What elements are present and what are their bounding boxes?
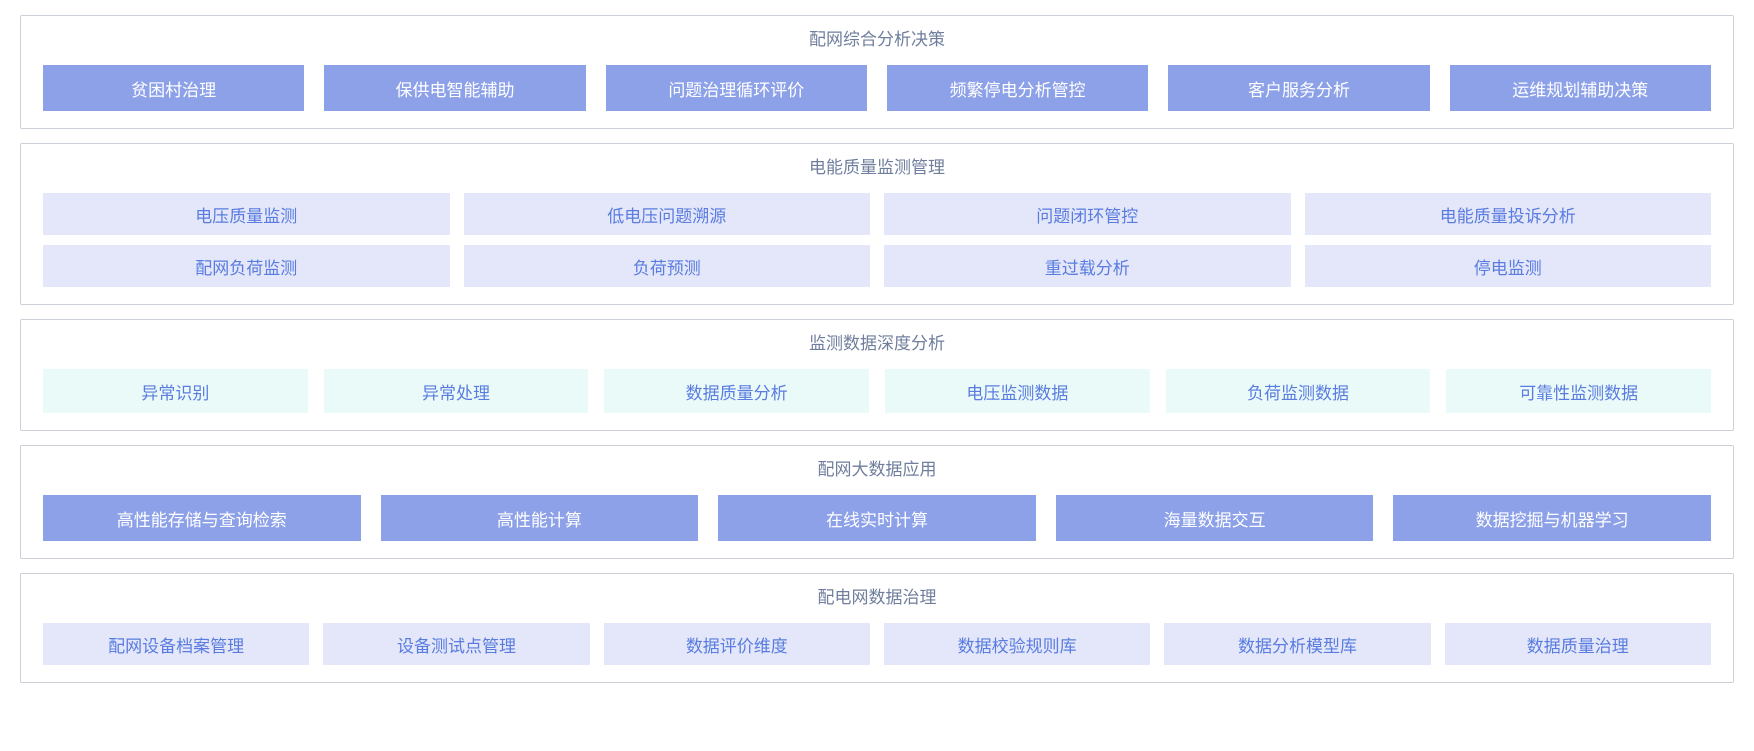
module-button[interactable]: 数据挖掘与机器学习 (1393, 495, 1711, 541)
module-button[interactable]: 数据校验规则库 (883, 623, 1151, 665)
panel-monitoring-data-analysis: 监测数据深度分析异常识别异常处理数据质量分析电压监测数据负荷监测数据可靠性监测数… (20, 319, 1734, 431)
module-button[interactable]: 保供电智能辅助 (324, 65, 586, 111)
panel-title: 配网综合分析决策 (809, 30, 945, 49)
module-button[interactable]: 高性能存储与查询检索 (43, 495, 361, 541)
module-button[interactable]: 电压监测数据 (885, 369, 1150, 413)
module-button[interactable]: 数据分析模型库 (1164, 623, 1431, 665)
module-button[interactable]: 重过载分析 (884, 245, 1291, 287)
module-button[interactable]: 客户服务分析 (1168, 65, 1430, 111)
module-button[interactable]: 负荷预测 (463, 245, 870, 287)
architecture-diagram: 配网综合分析决策贫困村治理保供电智能辅助问题治理循环评价频繁停电分析管控客户服务… (20, 15, 1734, 683)
panel-big-data-application: 配网大数据应用高性能存储与查询检索高性能计算在线实时计算海量数据交互数据挖掘与机… (20, 445, 1734, 559)
module-button[interactable]: 数据质量分析 (604, 369, 870, 413)
module-button[interactable]: 运维规划辅助决策 (1449, 65, 1711, 111)
module-button[interactable]: 问题闭环管控 (884, 193, 1291, 235)
module-button[interactable]: 异常处理 (323, 369, 589, 413)
module-row: 高性能存储与查询检索高性能计算在线实时计算海量数据交互数据挖掘与机器学习 (43, 495, 1711, 541)
module-button[interactable]: 高性能计算 (380, 495, 699, 541)
panel-power-quality-monitoring: 电能质量监测管理电压质量监测低电压问题溯源问题闭环管控电能质量投诉分析配网负荷监… (20, 143, 1734, 305)
module-button[interactable]: 数据评价维度 (603, 623, 870, 665)
module-button[interactable]: 低电压问题溯源 (463, 193, 870, 235)
module-button[interactable]: 问题治理循环评价 (605, 65, 867, 111)
module-button[interactable]: 停电监测 (1304, 245, 1711, 287)
module-button[interactable]: 频繁停电分析管控 (886, 65, 1149, 111)
module-row: 配网负荷监测负荷预测重过载分析停电监测 (43, 245, 1711, 287)
module-button[interactable]: 异常识别 (43, 369, 308, 413)
module-button[interactable]: 设备测试点管理 (323, 623, 590, 665)
panel-analysis-decision: 配网综合分析决策贫困村治理保供电智能辅助问题治理循环评价频繁停电分析管控客户服务… (20, 15, 1734, 129)
module-button[interactable]: 配网设备档案管理 (43, 623, 310, 665)
module-row: 电压质量监测低电压问题溯源问题闭环管控电能质量投诉分析 (43, 193, 1711, 235)
module-button[interactable]: 电能质量投诉分析 (1304, 193, 1711, 235)
module-button[interactable]: 在线实时计算 (718, 495, 1036, 541)
module-button[interactable]: 电压质量监测 (43, 193, 450, 235)
module-row: 贫困村治理保供电智能辅助问题治理循环评价频繁停电分析管控客户服务分析运维规划辅助… (43, 65, 1711, 111)
module-row: 异常识别异常处理数据质量分析电压监测数据负荷监测数据可靠性监测数据 (43, 369, 1712, 413)
module-button[interactable]: 配网负荷监测 (43, 245, 450, 287)
module-button[interactable]: 负荷监测数据 (1165, 369, 1431, 413)
module-row: 配网设备档案管理设备测试点管理数据评价维度数据校验规则库数据分析模型库数据质量治… (43, 623, 1711, 665)
module-button[interactable]: 可靠性监测数据 (1446, 369, 1712, 413)
module-button[interactable]: 贫困村治理 (43, 65, 305, 111)
module-button[interactable]: 海量数据交互 (1055, 495, 1374, 541)
panel-data-governance: 配电网数据治理配网设备档案管理设备测试点管理数据评价维度数据校验规则库数据分析模… (20, 573, 1734, 683)
panel-title: 监测数据深度分析 (809, 334, 945, 353)
panel-title: 配电网数据治理 (817, 588, 937, 607)
panel-title: 电能质量监测管理 (809, 158, 945, 177)
panel-title: 配网大数据应用 (817, 460, 937, 479)
module-button[interactable]: 数据质量治理 (1444, 623, 1711, 665)
